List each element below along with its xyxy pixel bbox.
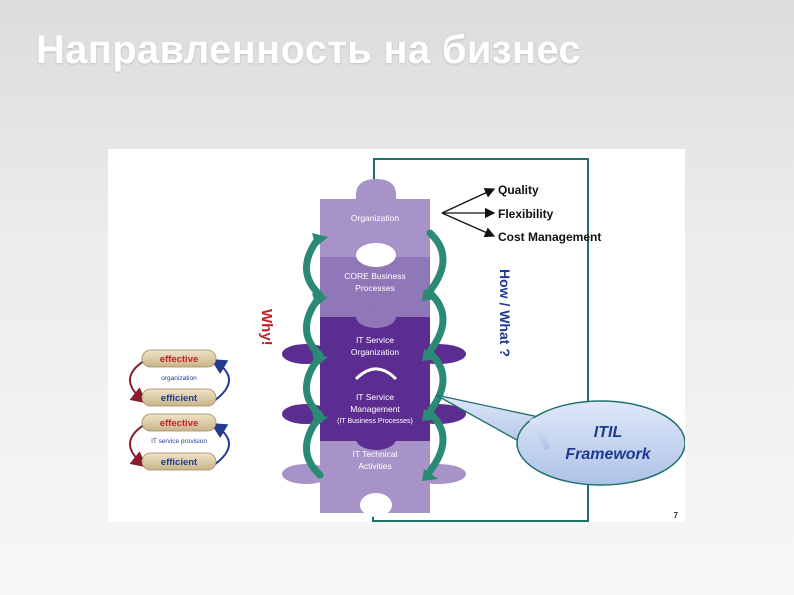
puzzle-stack: Organization CORE Business Processes IT … <box>320 179 430 517</box>
left-arrow-4 <box>303 415 324 479</box>
layer-label: CORE Business <box>344 271 405 281</box>
outcome-arrows <box>441 188 496 238</box>
pill-effective: effective <box>160 354 199 365</box>
why-label: Why! <box>258 309 275 346</box>
layer-label: Organization <box>351 347 399 357</box>
cycle-middle-label: organization <box>161 375 197 382</box>
itil-callout <box>435 394 685 486</box>
outcome-quality: Quality <box>498 183 539 197</box>
right-arrow-1 <box>426 229 447 295</box>
slide-title: Направленность на бизнес <box>36 28 581 72</box>
pill-effective: effective <box>160 418 199 429</box>
pill-efficient: efficient <box>161 457 198 468</box>
callout-framework: Framework <box>565 446 651 463</box>
layer-label: IT Service <box>356 335 394 345</box>
layer-organization <box>320 179 430 257</box>
layer-label: (IT Business Processes) <box>337 418 413 425</box>
layer-label: Processes <box>355 283 395 293</box>
left-arrow-2 <box>303 295 324 359</box>
layer-label: Organization <box>351 213 399 223</box>
callout-itil: ITIL <box>594 424 622 441</box>
right-arrow-2 <box>426 289 447 355</box>
left-arrow-1 <box>303 235 324 299</box>
green-arrow-heads <box>312 233 438 481</box>
how-what-label: How / What ? <box>497 269 513 357</box>
layer-label: Management <box>350 404 400 414</box>
left-arrow-3 <box>303 355 324 419</box>
outcome-flexibility: Flexibility <box>498 207 554 221</box>
layer-label: IT Service <box>356 392 394 402</box>
cycle-it-service-provision: effective IT service provision efficient <box>129 413 230 471</box>
diagram-canvas: Organization CORE Business Processes IT … <box>129 158 685 522</box>
pill-efficient: efficient <box>161 393 198 404</box>
cycle-organization: effective organization efficient <box>129 349 230 407</box>
outcome-cost-management: Cost Management <box>498 230 601 244</box>
business-alignment-diagram: Organization CORE Business Processes IT … <box>108 149 685 522</box>
layer-label: Activities <box>358 461 392 471</box>
layer-it-technical-activities <box>320 428 430 517</box>
page-number: 7 <box>674 511 679 520</box>
cycle-middle-label: IT service provision <box>151 438 207 445</box>
layer-label: IT Technical <box>352 449 397 459</box>
